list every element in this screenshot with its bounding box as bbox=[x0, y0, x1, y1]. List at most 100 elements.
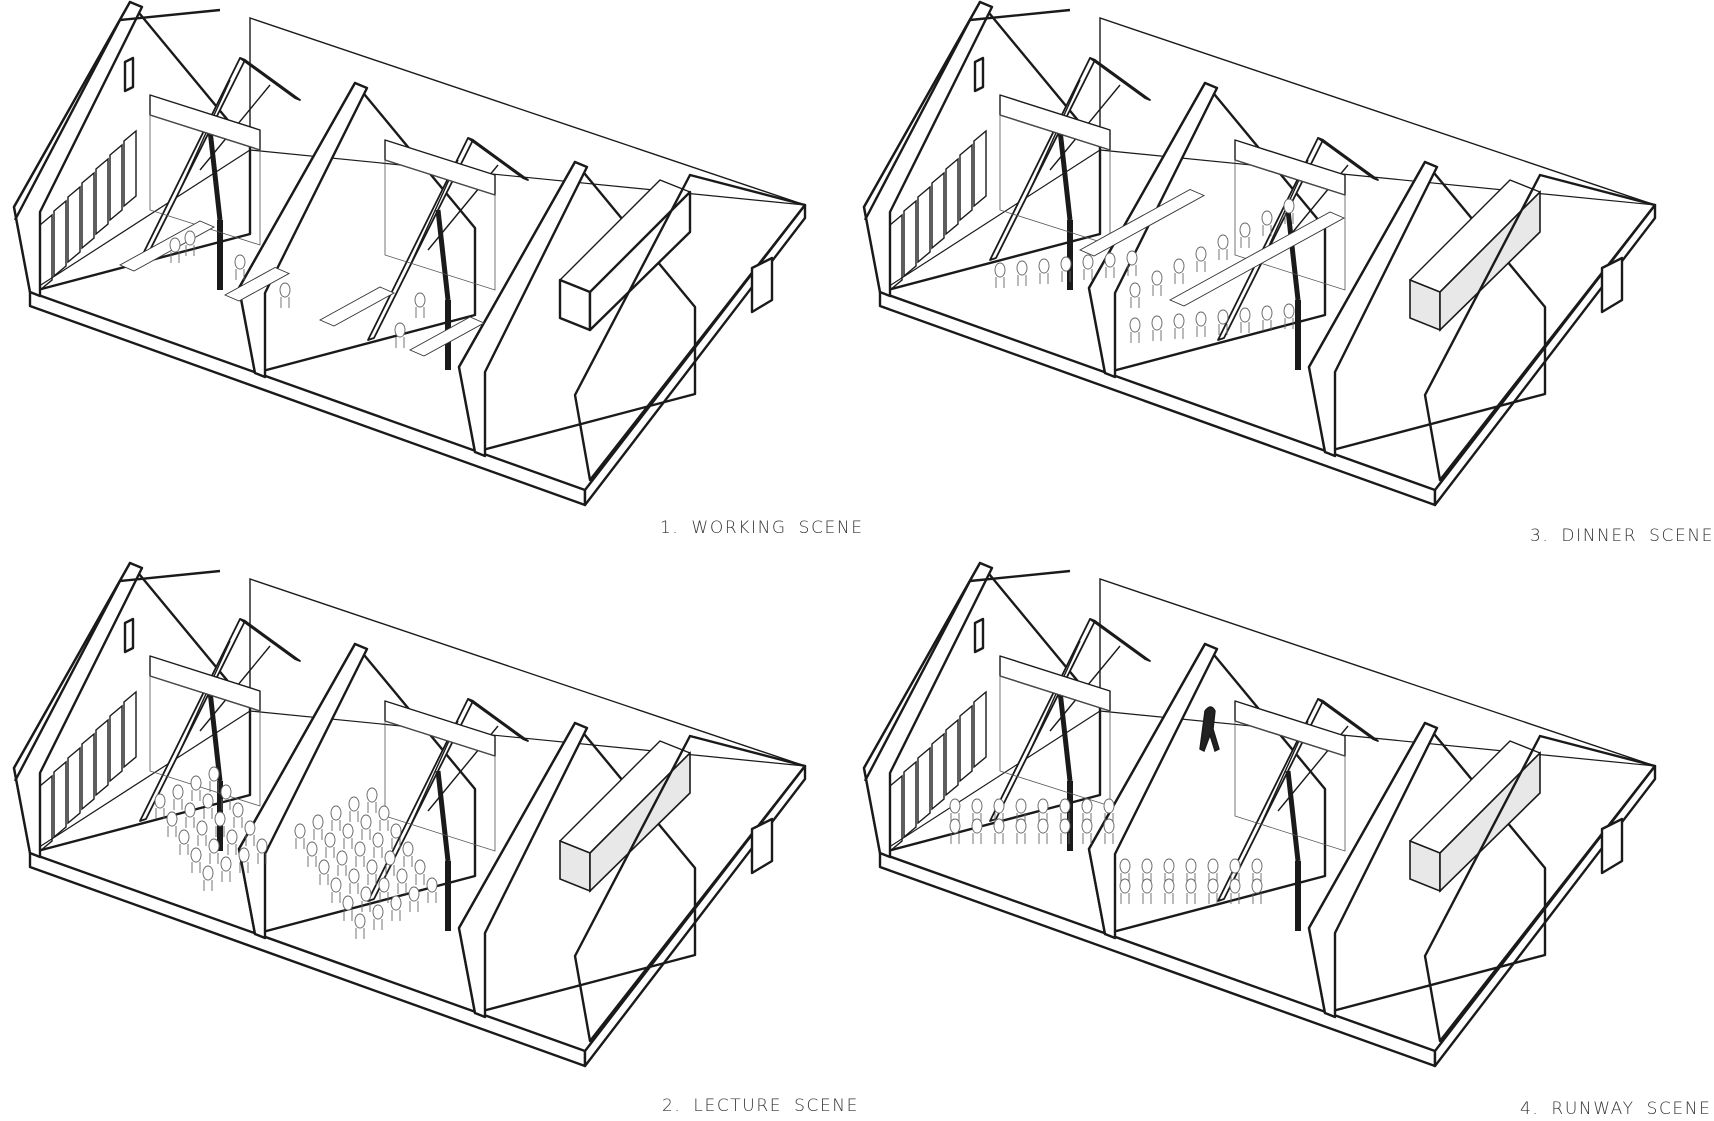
chair-back bbox=[1163, 858, 1175, 874]
chair-back bbox=[414, 859, 426, 875]
chair bbox=[330, 805, 342, 831]
chair bbox=[1081, 818, 1093, 844]
shelf-unit bbox=[959, 143, 973, 222]
chair-back bbox=[354, 841, 366, 857]
chair-back bbox=[1141, 858, 1153, 874]
chair-back bbox=[348, 796, 360, 812]
shelf-unit bbox=[903, 199, 917, 278]
chair bbox=[378, 877, 390, 903]
chair bbox=[360, 886, 372, 912]
chair bbox=[1129, 282, 1141, 308]
chair-back bbox=[1081, 818, 1093, 834]
chair-back bbox=[1037, 818, 1049, 834]
bookshelf bbox=[39, 690, 137, 853]
truss-brace bbox=[179, 79, 231, 191]
shelf-unit bbox=[95, 718, 109, 797]
chair bbox=[324, 832, 336, 858]
gable-window bbox=[973, 617, 985, 654]
chair bbox=[1173, 258, 1185, 284]
chair bbox=[214, 811, 226, 837]
shelf-unit bbox=[973, 129, 987, 208]
truss-post bbox=[1057, 129, 1073, 221]
chair bbox=[1059, 798, 1071, 824]
chair bbox=[1261, 210, 1273, 236]
caption-runway: 4. RUNWAY SCENE bbox=[1520, 1099, 1712, 1119]
building bbox=[12, 0, 807, 507]
shelf-unit bbox=[95, 157, 109, 236]
chair-back bbox=[214, 811, 226, 827]
gable-edge bbox=[1307, 721, 1439, 1019]
truss-brace bbox=[1029, 640, 1081, 752]
chair-back bbox=[1103, 818, 1115, 834]
gable-edge bbox=[12, 561, 144, 859]
gable-left bbox=[862, 0, 1102, 298]
chair-back bbox=[1207, 878, 1219, 894]
chair-back bbox=[1129, 317, 1141, 333]
chair bbox=[993, 818, 1005, 844]
chair-back bbox=[1207, 858, 1219, 874]
gable-edge bbox=[862, 561, 994, 859]
truss-brace bbox=[1029, 79, 1081, 191]
chair bbox=[154, 793, 166, 819]
chair-back bbox=[1038, 258, 1050, 274]
chair-back bbox=[1104, 252, 1116, 268]
chair bbox=[202, 865, 214, 891]
mezzanine-wall bbox=[1234, 159, 1346, 291]
chair-back bbox=[994, 262, 1006, 278]
mezzanine-wall bbox=[149, 114, 261, 246]
chair-back bbox=[220, 784, 232, 800]
chair bbox=[348, 796, 360, 822]
chair bbox=[1103, 818, 1115, 844]
chair bbox=[1037, 798, 1049, 824]
shelf-unit bbox=[903, 760, 917, 839]
chair-back bbox=[1251, 858, 1263, 874]
gable-right bbox=[573, 734, 807, 1043]
table bbox=[223, 266, 291, 302]
gable-window bbox=[750, 817, 774, 875]
table bbox=[1168, 211, 1346, 307]
chair bbox=[318, 859, 330, 885]
chair bbox=[402, 841, 414, 867]
chair bbox=[190, 775, 202, 801]
chair bbox=[1207, 878, 1219, 904]
chair-back bbox=[330, 877, 342, 893]
gable-outline bbox=[1423, 173, 1657, 482]
axonometric-lecture bbox=[12, 561, 807, 1068]
shelf-unit bbox=[39, 774, 53, 853]
truss-rafter-right bbox=[1317, 137, 1379, 181]
gable-window bbox=[973, 56, 985, 93]
chair bbox=[312, 814, 324, 840]
chair-back bbox=[1129, 282, 1141, 298]
chair-back bbox=[1195, 311, 1207, 327]
chair-back bbox=[1060, 256, 1072, 272]
chair bbox=[166, 811, 178, 837]
chair bbox=[220, 784, 232, 810]
chair bbox=[178, 829, 190, 855]
shelf-unit bbox=[123, 129, 137, 208]
chair bbox=[1104, 252, 1116, 278]
shelf-unit bbox=[917, 185, 931, 264]
truss-rafter-right bbox=[239, 618, 301, 662]
truss-post bbox=[207, 690, 223, 782]
chair bbox=[1283, 303, 1295, 329]
chair-back bbox=[1217, 309, 1229, 325]
truss-post bbox=[435, 770, 451, 862]
furniture-working bbox=[118, 220, 486, 357]
chair-back bbox=[1217, 234, 1229, 250]
chair bbox=[226, 829, 238, 855]
balcony bbox=[559, 740, 691, 893]
chair-back bbox=[1015, 798, 1027, 814]
chair-back bbox=[1229, 878, 1241, 894]
chair-back bbox=[354, 913, 366, 929]
mezzanine bbox=[1234, 700, 1346, 852]
chair-back bbox=[971, 818, 983, 834]
gable-window bbox=[123, 617, 135, 654]
gable-window bbox=[750, 256, 774, 314]
chair bbox=[342, 823, 354, 849]
shelf-unit bbox=[53, 760, 67, 839]
chair bbox=[396, 868, 408, 894]
table bbox=[408, 316, 486, 357]
chair-back bbox=[234, 254, 246, 270]
chair bbox=[172, 784, 184, 810]
chair bbox=[1163, 858, 1175, 884]
